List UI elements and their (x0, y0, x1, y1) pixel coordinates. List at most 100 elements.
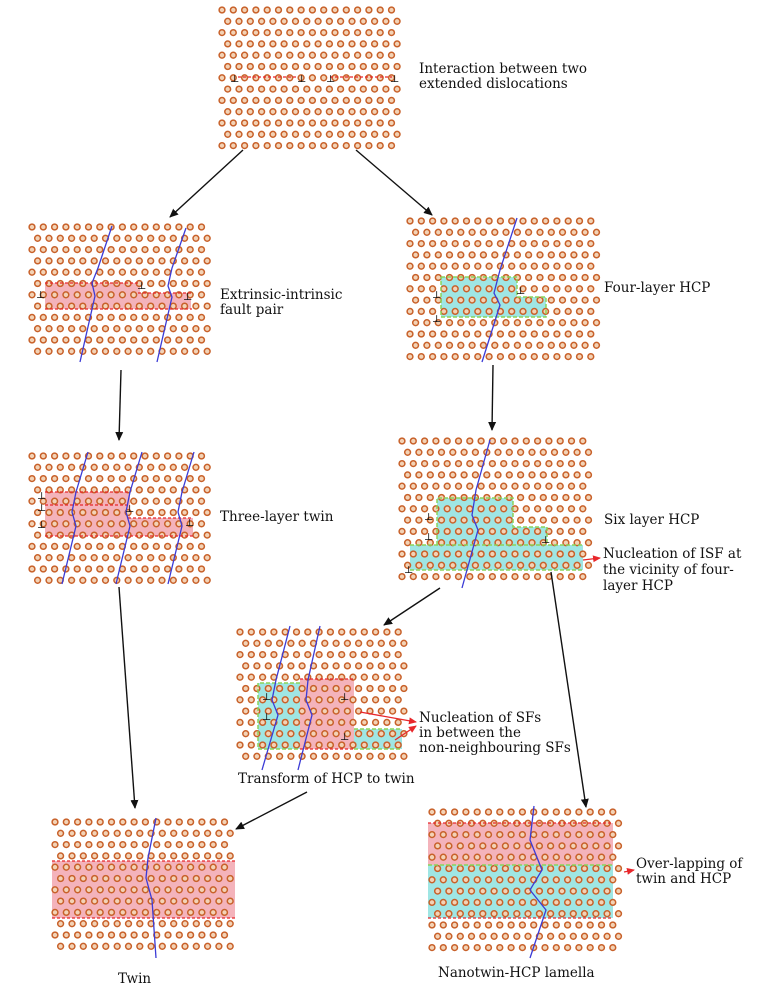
atom (383, 628, 391, 636)
atom (376, 119, 384, 127)
atom (403, 493, 412, 502)
atom (370, 85, 379, 93)
atom (545, 437, 553, 445)
atom (229, 6, 237, 14)
atom (587, 330, 595, 338)
atom (192, 257, 200, 265)
atom (546, 842, 555, 850)
atom (331, 51, 339, 59)
atom (186, 313, 194, 322)
atom (570, 251, 578, 259)
atom (440, 352, 448, 361)
atom (51, 908, 59, 917)
dislocation-line (79, 225, 113, 363)
atom (50, 497, 59, 505)
atom (33, 576, 42, 584)
flow-arrow (355, 149, 433, 216)
atom (308, 6, 317, 14)
atom (398, 550, 406, 558)
atom (287, 684, 295, 693)
atom (513, 910, 521, 918)
atom (158, 531, 166, 539)
atom (192, 829, 200, 837)
atom (163, 268, 172, 276)
hcp-border (440, 276, 547, 318)
atom (164, 818, 172, 826)
atom (450, 808, 459, 816)
atom (242, 707, 250, 715)
atom (102, 874, 110, 883)
atom (556, 482, 564, 490)
atom (141, 520, 149, 528)
atom (377, 730, 385, 738)
atom (203, 874, 212, 883)
atom (73, 268, 81, 276)
atom (406, 262, 414, 270)
atom (614, 819, 623, 827)
atom (186, 908, 195, 917)
atom (224, 130, 232, 138)
atom (314, 130, 322, 138)
atom (562, 516, 570, 524)
atom (90, 920, 99, 928)
atom (50, 245, 59, 254)
atom (550, 448, 559, 456)
atom (79, 920, 87, 928)
atom (118, 520, 127, 528)
atom (325, 40, 334, 48)
atom (466, 527, 474, 536)
atom (420, 437, 429, 445)
atom (252, 74, 260, 82)
atom (90, 576, 98, 584)
atom (325, 130, 334, 138)
atom (552, 876, 560, 884)
atom (423, 341, 431, 349)
atom (587, 217, 595, 225)
label-sf-nucleation-line2: in between the (419, 725, 521, 741)
atom (528, 493, 536, 502)
atom (383, 696, 391, 704)
atom (152, 245, 160, 254)
atom (181, 897, 189, 905)
atom (409, 572, 417, 581)
atom (163, 245, 172, 254)
atom (113, 257, 121, 265)
atom (135, 302, 143, 310)
atom (280, 130, 288, 138)
atom (449, 471, 457, 479)
atom (366, 730, 374, 738)
atom (443, 482, 451, 490)
atom (186, 268, 194, 276)
atom (67, 576, 76, 584)
atom (415, 448, 423, 456)
atom (107, 542, 115, 551)
atom (314, 40, 322, 48)
atom (535, 842, 544, 850)
atom (365, 28, 373, 37)
atom (124, 347, 132, 355)
atom (50, 336, 59, 344)
atom (147, 234, 155, 242)
atom (270, 741, 278, 749)
atom (614, 842, 623, 850)
atom (518, 808, 527, 816)
atom (124, 325, 132, 333)
atom (141, 818, 150, 826)
panel-transform-hcp-to-twin: ⊥ ⊥ ⊥ ⊥ Nucleation of SFs in between the… (236, 625, 571, 787)
atom (141, 565, 149, 573)
callout-arrow (582, 555, 601, 563)
atom (522, 550, 530, 558)
atom (488, 505, 497, 513)
atom (552, 921, 560, 929)
atom (235, 108, 243, 116)
atom (553, 262, 561, 270)
atom (180, 257, 189, 265)
atom (541, 262, 550, 270)
atom (547, 341, 555, 349)
atom (457, 251, 465, 259)
atom (28, 245, 36, 254)
atom (387, 6, 396, 14)
dislocation-icon: ⊥ (297, 74, 306, 85)
atom (141, 886, 150, 894)
atom (280, 85, 288, 93)
